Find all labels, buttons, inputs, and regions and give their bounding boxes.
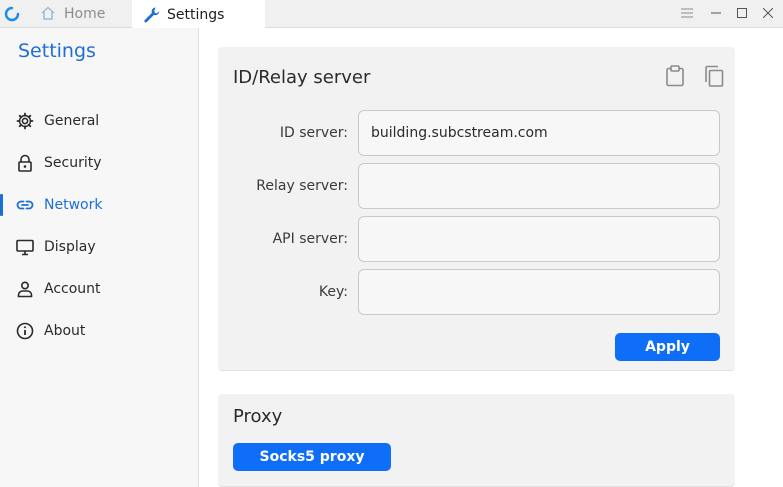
copy-icon[interactable]	[703, 64, 725, 88]
main-content: ID/Relay server ID server: Relay server:…	[200, 28, 783, 487]
id-relay-card: ID/Relay server ID server: Relay server:…	[218, 47, 735, 371]
minimize-icon[interactable]	[709, 6, 723, 20]
id-server-label: ID server:	[279, 125, 348, 141]
relay-server-label: Relay server:	[256, 178, 348, 194]
id-relay-title: ID/Relay server	[233, 67, 371, 88]
proxy-title: Proxy	[233, 406, 283, 427]
title-bar: Home Settings	[0, 0, 783, 29]
info-icon	[16, 322, 34, 340]
link-icon	[16, 196, 34, 214]
close-icon[interactable]	[761, 6, 775, 20]
user-icon	[16, 280, 34, 298]
sidebar-item-account[interactable]: Account	[0, 272, 198, 306]
sidebar-item-label: About	[44, 323, 86, 339]
lock-icon	[16, 154, 34, 172]
wrench-icon	[143, 6, 161, 24]
sidebar: Settings General Security Network	[0, 28, 199, 487]
sidebar-item-security[interactable]: Security	[0, 146, 198, 180]
key-input[interactable]	[358, 269, 720, 315]
sidebar-item-about[interactable]: About	[0, 314, 198, 348]
tab-home[interactable]: Home	[40, 0, 132, 28]
sidebar-item-label: Network	[44, 197, 103, 213]
sidebar-item-label: Display	[44, 239, 96, 255]
sidebar-item-general[interactable]: General	[0, 104, 198, 138]
app-logo-icon	[4, 6, 20, 22]
sidebar-item-label: General	[44, 113, 100, 129]
maximize-icon[interactable]	[735, 6, 749, 20]
socks5-proxy-button[interactable]: Socks5 proxy	[233, 443, 391, 471]
tab-settings-label: Settings	[167, 6, 225, 23]
tab-home-label: Home	[64, 6, 106, 22]
apply-button[interactable]: Apply	[615, 333, 720, 361]
sidebar-item-display[interactable]: Display	[0, 230, 198, 264]
key-label: Key:	[318, 284, 348, 300]
home-icon	[40, 5, 58, 23]
monitor-icon	[16, 238, 34, 256]
sidebar-item-network[interactable]: Network	[0, 188, 198, 222]
sidebar-item-label: Security	[44, 155, 102, 171]
proxy-card: Proxy Socks5 proxy	[218, 394, 735, 487]
api-server-input[interactable]	[358, 216, 720, 262]
relay-server-input[interactable]	[358, 163, 720, 209]
id-server-input[interactable]	[358, 110, 720, 156]
sidebar-title: Settings	[18, 40, 96, 62]
sidebar-item-label: Account	[44, 281, 101, 297]
api-server-label: API server:	[272, 231, 348, 247]
tab-settings[interactable]: Settings	[132, 0, 265, 29]
gear-icon	[16, 112, 34, 130]
menu-icon[interactable]	[680, 6, 694, 20]
paste-icon[interactable]	[664, 64, 686, 88]
